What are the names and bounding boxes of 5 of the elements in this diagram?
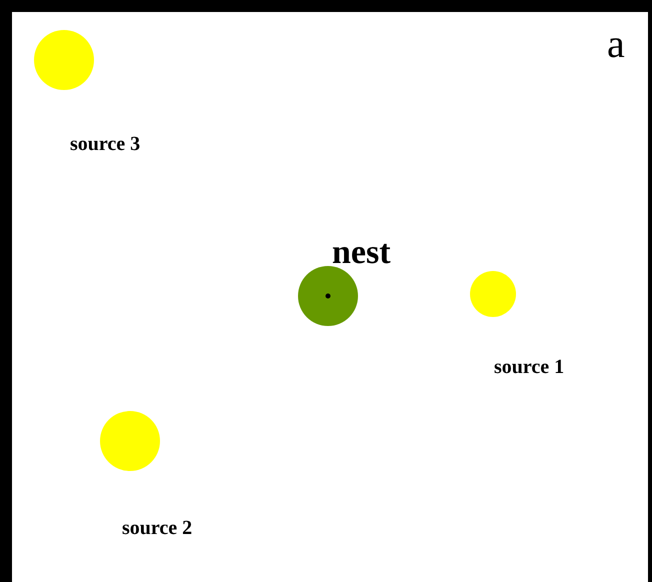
source-label: source 1: [494, 356, 564, 378]
panel-letter: a: [607, 24, 625, 64]
source-label: source 2: [122, 517, 192, 539]
nest-label: nest: [332, 234, 391, 272]
source-label: source 3: [70, 133, 140, 155]
